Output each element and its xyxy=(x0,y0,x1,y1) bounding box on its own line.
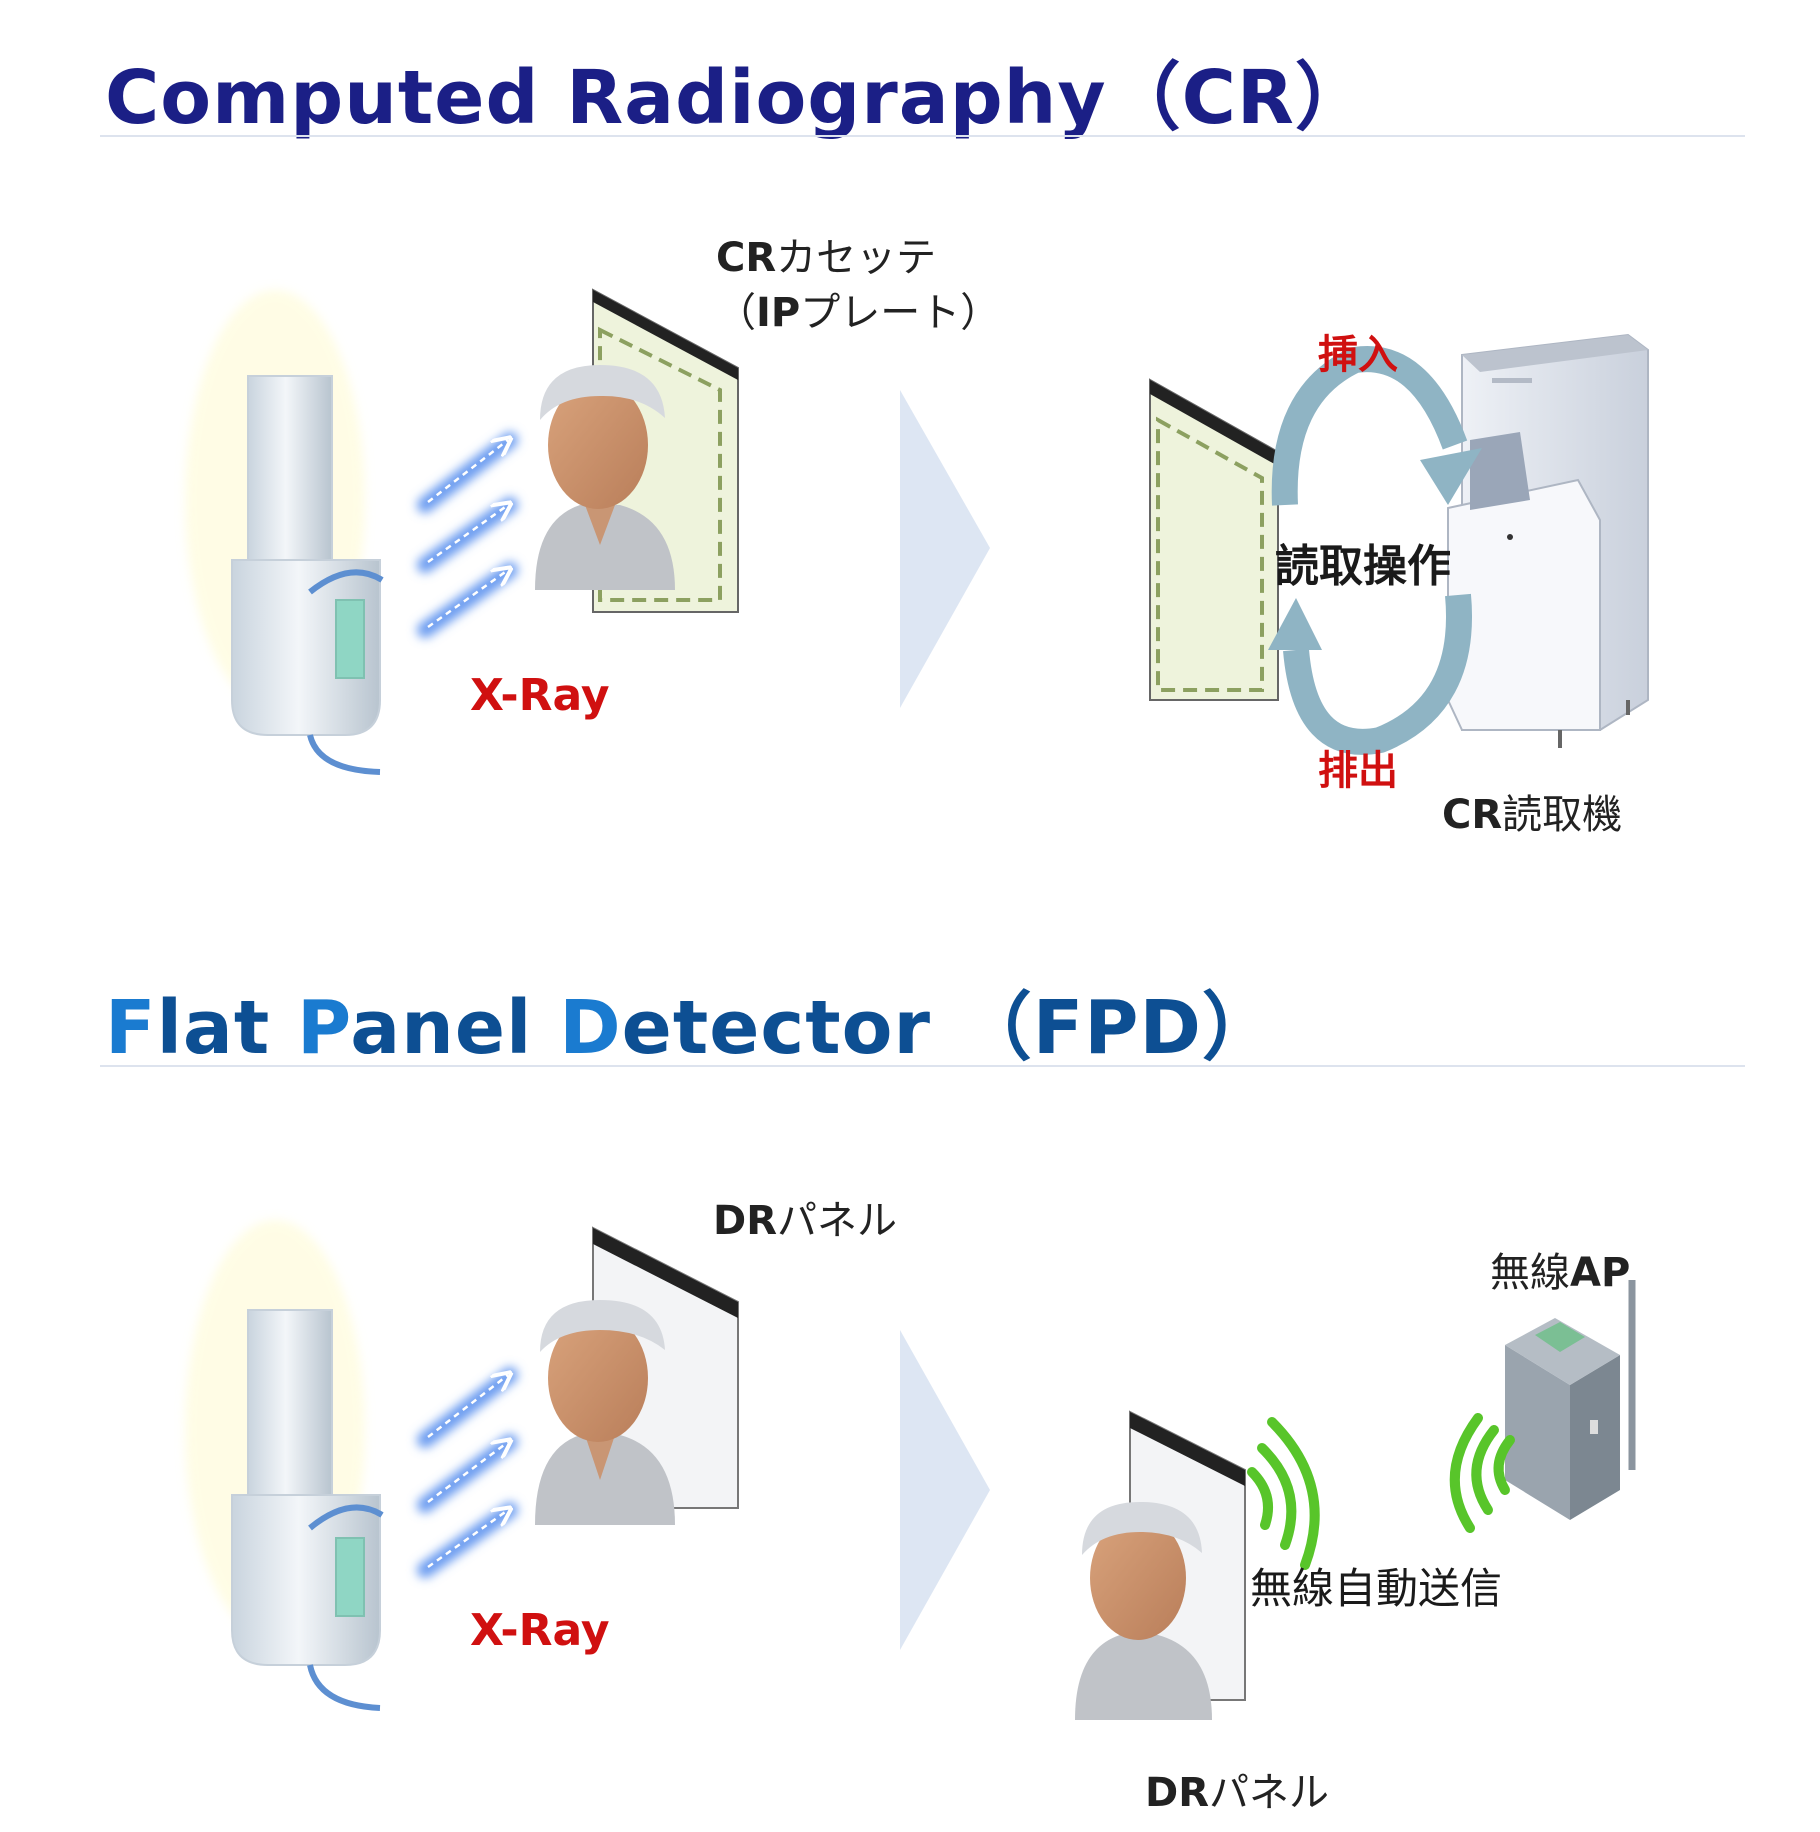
cr-insert-arrow xyxy=(1271,346,1482,506)
ap-wireless-signal-icon xyxy=(1449,1413,1515,1533)
dr-panel-label: DRパネル xyxy=(713,1198,898,1244)
cr-xray-beams xyxy=(417,432,518,638)
fpd-title-divider xyxy=(100,1065,1745,1067)
insert-label: 挿入 xyxy=(1318,332,1398,378)
fpd-section-title: Flat Panel Detector （FPD） xyxy=(105,985,1277,1071)
fpd-xray-tube xyxy=(185,1220,384,1711)
cr-reader-label: CR読取機 xyxy=(1442,792,1623,838)
fpd-dr-panel xyxy=(592,1226,739,1509)
fpd-xray-label: X-Ray xyxy=(470,1605,610,1656)
wireless-ap-device xyxy=(1505,1280,1636,1520)
fpd-patient-figure xyxy=(535,1300,675,1525)
cr-xray-tube xyxy=(185,290,384,775)
cr-cassette-label: CRカセッテ xyxy=(716,235,937,281)
wireless-signal-icon xyxy=(1247,1417,1320,1570)
dr-panel-bottom-label: DRパネル xyxy=(1145,1770,1330,1816)
ip-plate-label: （IPプレート） xyxy=(716,290,1001,336)
cr-step-arrow xyxy=(900,390,990,708)
read-operation-label: 読取操作 xyxy=(1275,541,1451,592)
cr-section-title: Computed Radiography（CR） xyxy=(105,55,1370,141)
cr-patient-figure xyxy=(535,365,675,590)
cr-eject-arrow xyxy=(1268,593,1472,755)
cr-title-divider xyxy=(100,135,1745,137)
fpd-step-arrow xyxy=(900,1330,990,1650)
cr-reader-machine xyxy=(1447,333,1649,748)
fpd-patient-figure-2 xyxy=(1075,1502,1212,1720)
cr-xray-label: X-Ray xyxy=(470,670,610,721)
wireless-ap-label: 無線AP xyxy=(1490,1250,1631,1296)
eject-label: 排出 xyxy=(1318,748,1398,794)
cr-cassette-being-read xyxy=(1149,378,1279,701)
fpd-xray-beams xyxy=(417,1367,518,1578)
wireless-auto-transmit-label: 無線自動送信 xyxy=(1250,1564,1503,1613)
